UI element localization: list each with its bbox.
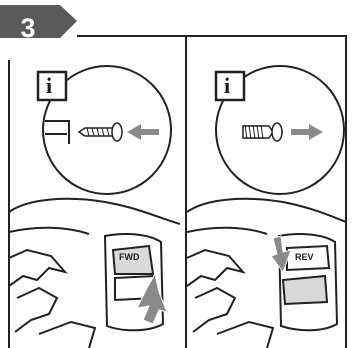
info-symbol: i	[224, 74, 230, 98]
drill-icon	[187, 199, 346, 348]
rev-label: REV	[295, 252, 314, 262]
forward-panel: i FWD	[9, 36, 180, 348]
fwd-label: FWD	[119, 252, 140, 262]
info-symbol: i	[46, 74, 52, 98]
screw-icon	[243, 123, 282, 141]
drill-icon	[9, 199, 180, 348]
reverse-panel: i REV	[187, 36, 354, 348]
